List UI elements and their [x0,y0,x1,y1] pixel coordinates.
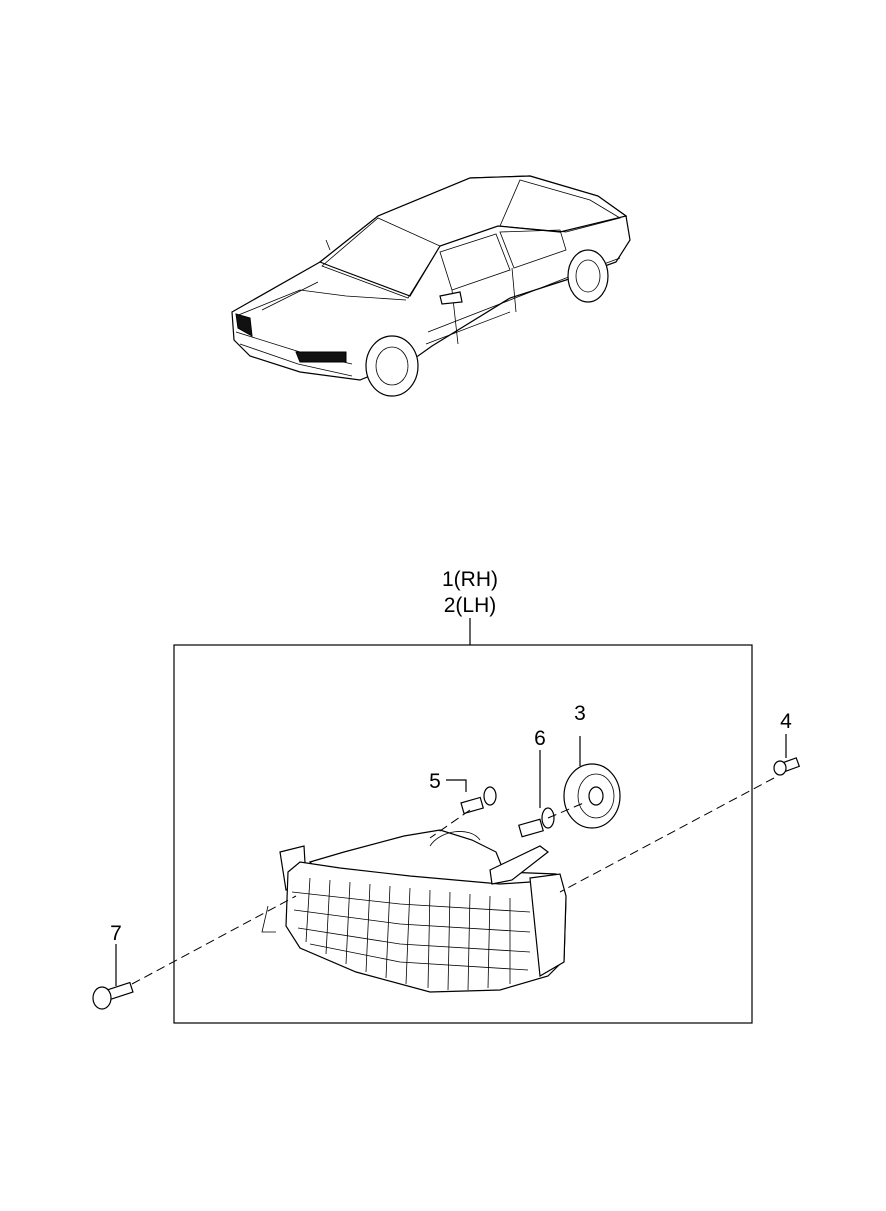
callout-part-6: 6 [534,727,546,750]
bulb-main [518,750,587,838]
bolt-left [92,895,297,1010]
callout-assembly-rh: 1(RH) [442,568,498,591]
assembly-frame [173,618,753,1024]
headlamp-unit [279,829,567,993]
callout-part-5: 5 [429,770,441,793]
callout-part-7: 7 [110,922,122,945]
callout-part-4: 4 [780,710,792,733]
socket-cover [563,736,621,829]
bulb-side [429,779,497,839]
callout-part-3: 3 [574,702,586,725]
car-illustration [231,175,631,397]
screw-right [559,734,801,893]
callout-assembly-lh: 2(LH) [444,594,497,617]
